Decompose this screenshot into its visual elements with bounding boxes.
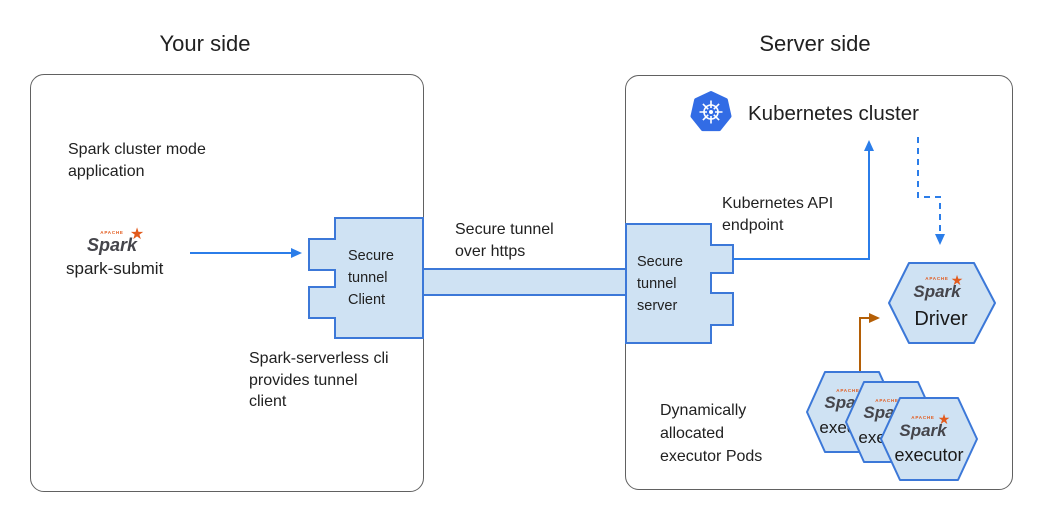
spark-apache-text: APACHE xyxy=(911,415,934,420)
spark-apache-text: APACHE xyxy=(100,230,123,235)
api-endpoint-arrow xyxy=(733,140,874,260)
spark-wordmark: Spark xyxy=(899,421,948,440)
cli-note: Spark-serverless cli provides tunnel cli… xyxy=(249,350,389,411)
spark-cluster-mode-note: Spark cluster mode application xyxy=(68,141,206,180)
tunnel-client-label: Secure tunnel Client xyxy=(348,248,394,308)
spark-star-icon: ★ xyxy=(130,226,144,243)
executor-label: executor xyxy=(894,445,963,465)
server-side-title: Server side xyxy=(759,31,871,56)
spark-logo-submit: APACHE Spark ★ xyxy=(87,226,144,255)
executor-pod-3: APACHE Spark ★ executor xyxy=(880,397,978,481)
secure-tunnel-server-shape xyxy=(625,223,734,344)
spark-apache-text: APACHE xyxy=(875,398,898,403)
driver-allocation-dashed-arrow xyxy=(917,137,945,245)
spark-apache-text: APACHE xyxy=(836,388,859,393)
spark-star-icon: ★ xyxy=(951,272,964,288)
secure-tunnel-band xyxy=(423,269,626,295)
your-side-title: Your side xyxy=(159,31,251,56)
tunnel-server-label: Secure tunnel server xyxy=(637,254,683,314)
secure-tunnel-client-shape xyxy=(308,217,424,339)
spark-submit-label: spark-submit xyxy=(66,259,164,278)
kubernetes-cluster-title: Kubernetes cluster xyxy=(748,102,919,125)
executor-pods-note: Dynamically allocated executor Pods xyxy=(660,402,763,466)
executor-to-driver-arrow xyxy=(859,313,880,374)
spark-wordmark: Spark xyxy=(913,282,962,301)
tunnel-band-label: Secure tunnel over https xyxy=(455,221,554,260)
kubernetes-api-endpoint-label: Kubernetes API endpoint xyxy=(722,195,834,234)
spark-wordmark: Spark xyxy=(87,235,138,255)
driver-label: Driver xyxy=(914,308,968,330)
spark-apache-text: APACHE xyxy=(925,276,948,281)
kubernetes-icon xyxy=(690,91,732,132)
secure-tunnel-band-edges xyxy=(423,268,626,296)
driver-pod: APACHE Spark ★ Driver xyxy=(888,262,996,344)
spark-star-icon: ★ xyxy=(938,411,951,427)
